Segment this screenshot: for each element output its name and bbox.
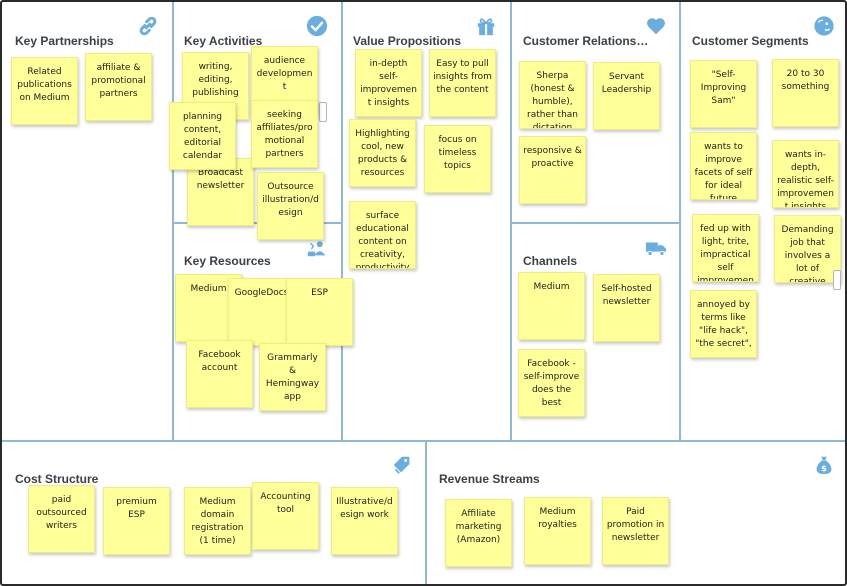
heart-icon [647,18,665,35]
sticky-note[interactable]: Sherpa (honest & humble), rather than di… [519,61,586,129]
sticky-note[interactable]: Outsource illustration/design [257,172,324,240]
sticky-note[interactable]: wants to improve facets of self for idea… [690,132,757,200]
divider [172,2,174,441]
sticky-note[interactable]: responsive & proactive [519,136,586,204]
gift-icon [477,18,495,36]
divider [679,2,681,441]
sticky-note[interactable]: Medium domain registration (1 time) [184,487,251,555]
divider [425,441,427,584]
sticky-note[interactable]: Medium [518,272,585,340]
sticky-note[interactable]: Facebook account [186,340,253,408]
section-title-cost-structure: Cost Structure [15,472,99,486]
section-title-key-partnerships: Key Partnerships [15,34,114,48]
checkmark-icon [306,15,328,37]
sticky-note[interactable]: Paid promotion in newsletter [602,497,669,565]
link-icon [139,16,157,36]
sticky-note[interactable]: affiliate & promotional partners [85,53,152,121]
sticky-note[interactable]: planning content, editorial calendar [169,102,236,170]
divider [341,2,343,441]
sticky-note[interactable]: Servant Leadership [593,62,660,130]
sticky-note[interactable]: paid outsourced writers [28,485,95,553]
sticky-note[interactable]: focus on timeless topics [424,125,491,193]
money-bag-icon: $ [816,456,832,475]
section-title-key-resources: Key Resources [184,254,271,268]
sticky-note[interactable]: ESP [286,278,353,346]
section-title-customer-segments: Customer Segments [692,34,809,48]
sticky-note[interactable]: Affiliate marketing (Amazon) [445,499,512,567]
sticky-note[interactable]: in-depth self-improvement insights [355,49,422,117]
sticky-note[interactable]: fed up with light, trite, impractical se… [692,214,759,282]
sticky-note[interactable]: Accounting tool [252,482,319,550]
resize-handle[interactable] [833,270,841,290]
sticky-note[interactable]: Illustrative/design work [331,487,398,555]
section-title-channels: Channels [523,254,578,268]
sticky-note[interactable]: annoyed by terms like "life hack", "the … [690,290,757,358]
section-title-value-propositions: Value Propositions [353,34,462,48]
divider [510,2,512,441]
sticky-note[interactable]: 20 to 30 something [772,59,839,127]
price-tag-icon [393,456,410,474]
sticky-note[interactable]: Easy to pull insights from the content [429,49,496,117]
sticky-note[interactable]: GoogleDocs [228,278,295,346]
face-icon [814,16,834,36]
section-title-revenue-streams: Revenue Streams [439,472,540,486]
sticky-note[interactable]: Highlighting cool, new products & resour… [349,119,416,187]
divider [510,222,680,224]
sticky-note[interactable]: Facebook - self-improve does the best [518,349,585,417]
section-title-customer-relationships: Customer Relations… [523,34,649,48]
sticky-note[interactable]: Medium royalties [524,497,591,565]
sticky-note[interactable]: premium ESP [103,487,170,555]
svg-text:$: $ [821,463,827,473]
sticky-note[interactable]: seeking affiliates/promotional partners [251,100,318,168]
section-title-key-activities: Key Activities [184,34,263,48]
sticky-note[interactable]: wants in-depth, realistic self-improveme… [772,140,839,208]
sticky-note[interactable]: surface educational content on creativit… [349,201,416,269]
sticky-note[interactable]: Grammarly & Hemingway app [259,343,326,411]
sticky-note[interactable]: Self-hosted newsletter [593,274,660,342]
sticky-note[interactable]: Related publications on Medium [11,57,78,125]
sticky-note[interactable]: Demanding job that involves a lot of cre… [774,215,841,283]
sticky-note[interactable]: "Self-Improving Sam" [690,60,757,128]
divider [2,440,845,442]
worker-icon [307,241,326,257]
truck-icon [645,242,667,257]
resize-handle[interactable] [319,102,327,122]
